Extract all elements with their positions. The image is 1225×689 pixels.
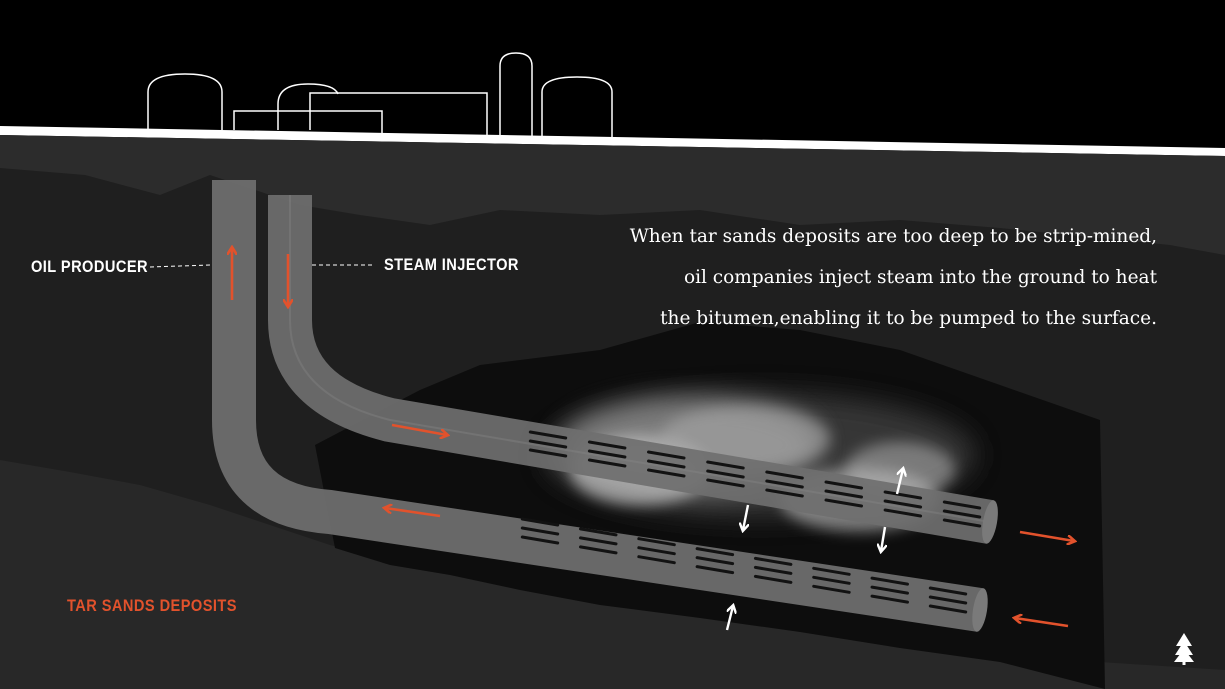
perforation-slot [520,526,560,536]
caption-line-2: oil companies inject steam into the grou… [683,267,1157,288]
perforation-slot [765,488,804,498]
perforation-slot [587,449,627,459]
caption-line-1: When tar sands deposits are too deep to … [629,226,1157,247]
label-leader-lines [149,264,372,268]
steam-injector-pipe [268,195,994,544]
perforation-slot [587,458,627,468]
perforation-slot [753,565,793,575]
perforation-slot [824,489,863,499]
bitumen-drain-arrow-right [881,526,885,551]
perforation-slot [637,555,676,565]
perforation-slot [647,468,686,478]
perforation-slot [942,518,982,528]
perforation-slot [637,537,676,547]
perforation-slot [528,448,568,458]
surface-facility [147,52,613,140]
perforation-slot [928,586,968,596]
perforation-slot [870,594,909,604]
pine-tree-icon [1174,633,1194,665]
tar-sands-label: TAR SANDS DEPOSITS [67,596,237,615]
perforation-slot [942,500,982,510]
perforation-slot [928,595,968,605]
ground-layer-deep [0,460,1225,689]
perforation-slot [812,584,851,594]
perforation-slot [579,527,618,537]
injector-pipe-end [982,500,998,544]
flow-arrows-white [725,469,903,631]
perforation-slot [753,574,793,584]
bitumen-drain-arrow-left [743,504,748,530]
silo [499,52,533,138]
perforation-slot [706,478,745,488]
ground-surface-line [0,126,1225,156]
dome-building [277,83,339,130]
flat-building-small [233,110,383,135]
lower-rise-arrow [725,606,733,631]
flow-arrows-orange [232,248,1074,628]
producer-flow-arrow [385,508,441,518]
perforation-slot [883,508,923,518]
perforation-slot [870,585,909,595]
steam-out-arrow [1019,530,1074,541]
perforation-slot [647,450,686,460]
perforation-slot [883,490,923,500]
perforation-slot [520,517,560,527]
perforation-slot [695,556,735,566]
perforation-slot [528,430,568,440]
perforation-slot [824,480,863,490]
perforation-slot [695,565,735,575]
producer-pipe-end [972,588,988,632]
perforation-slot [579,536,618,546]
perforation-slot [765,479,804,489]
perforation-slot [637,546,676,556]
perforation-slot [870,576,909,586]
pipe-perforations [520,430,982,614]
injector-flow-arrow [391,423,447,435]
steam-rise-arrow [895,469,903,495]
perforation-slot [812,566,851,576]
perforation-slot [942,509,982,519]
perforation-slot [587,440,627,450]
storage-tank-left [147,73,223,130]
perforation-slot [706,460,745,470]
description-caption: When tar sands deposits are too deep to … [597,216,1157,339]
perforation-slot [706,469,745,479]
bitumen-in-arrow [1015,618,1069,628]
perforation-slot [928,604,968,614]
perforation-slot [520,535,560,545]
perforation-slot [695,547,735,557]
perforation-slot [812,575,851,585]
perforation-slot [528,439,568,449]
perforation-slot [753,556,793,566]
perforation-slot [579,545,618,555]
storage-tank-right [541,76,613,140]
caption-line-3: the bitumen,enabling it to be pumped to … [660,308,1157,329]
oil-producer-label: OIL PRODUCER [31,257,149,276]
perforation-slot [824,498,863,508]
perforation-slot [765,470,804,480]
perforation-slot [883,499,923,509]
perforation-slot [647,459,686,469]
steam-injector-pipe-edge [289,195,991,523]
steam-injector-label: STEAM INJECTOR [384,255,519,274]
oil-producer-pipe [212,180,984,632]
